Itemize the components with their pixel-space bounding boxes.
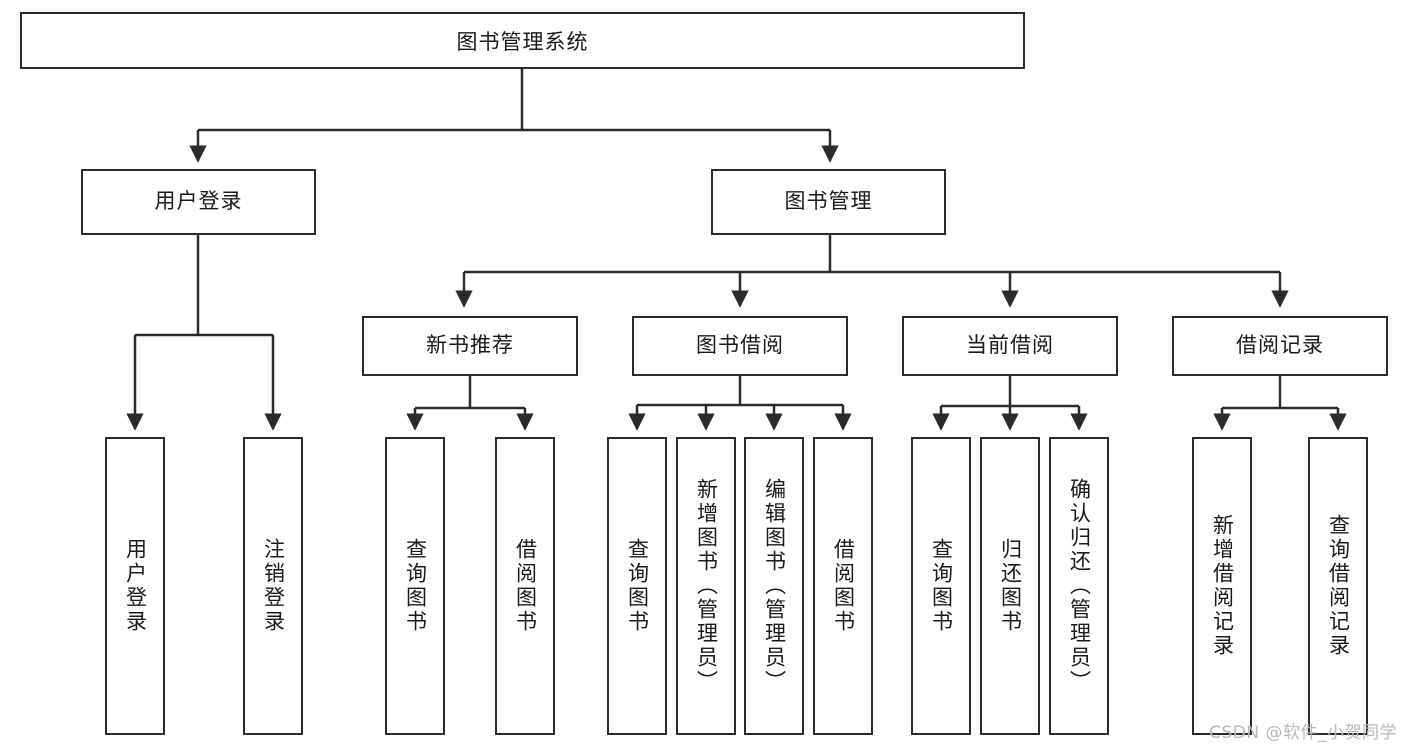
node-label: 查询图书 — [929, 538, 954, 634]
node-label: 图书管理 — [784, 189, 873, 214]
leaf-return-book[interactable]: 归还图书 — [980, 437, 1040, 735]
leaf-edit-book[interactable]: 编辑图书（管理员） — [744, 437, 804, 735]
leaf-query-book-3[interactable]: 查询图书 — [911, 437, 971, 735]
node-borrow-record[interactable]: 借阅记录 — [1172, 316, 1388, 376]
leaf-confirm-return[interactable]: 确认归还（管理员） — [1049, 437, 1109, 735]
node-label: 图书管理系统 — [456, 29, 589, 54]
node-label: 查询图书 — [403, 538, 428, 634]
node-label: 新书推荐 — [426, 333, 514, 358]
leaf-add-record[interactable]: 新增借阅记录 — [1192, 437, 1252, 735]
node-label: 用户登录 — [123, 538, 148, 634]
node-book-manage[interactable]: 图书管理 — [711, 169, 946, 235]
node-label: 新增借阅记录 — [1210, 514, 1235, 658]
leaf-query-book-1[interactable]: 查询图书 — [385, 437, 445, 735]
node-label: 查询图书 — [625, 538, 650, 634]
node-label: 编辑图书（管理员） — [762, 478, 787, 694]
node-user-login[interactable]: 用户登录 — [81, 169, 316, 235]
node-label: 查询借阅记录 — [1326, 514, 1351, 658]
leaf-borrow-book-1[interactable]: 借阅图书 — [495, 437, 555, 735]
node-new-book-recommend[interactable]: 新书推荐 — [362, 316, 578, 376]
node-label: 图书借阅 — [696, 333, 784, 358]
node-label: 注销登录 — [261, 538, 286, 634]
node-label: 借阅记录 — [1236, 333, 1324, 358]
node-current-borrow[interactable]: 当前借阅 — [902, 316, 1118, 376]
node-book-borrow[interactable]: 图书借阅 — [632, 316, 848, 376]
node-label: 借阅图书 — [513, 538, 538, 634]
leaf-query-record[interactable]: 查询借阅记录 — [1308, 437, 1368, 735]
leaf-query-book-2[interactable]: 查询图书 — [607, 437, 667, 735]
node-root-book-management-system[interactable]: 图书管理系统 — [20, 12, 1025, 69]
leaf-borrow-book-2[interactable]: 借阅图书 — [813, 437, 873, 735]
node-label: 归还图书 — [998, 538, 1023, 634]
leaf-add-book[interactable]: 新增图书（管理员） — [676, 437, 736, 735]
node-label: 借阅图书 — [831, 538, 856, 634]
leaf-logout-login[interactable]: 注销登录 — [243, 437, 303, 735]
leaf-user-login[interactable]: 用户登录 — [105, 437, 165, 735]
node-label: 确认归还（管理员） — [1067, 478, 1092, 694]
csdn-watermark: CSDN @软件_小贺同学 — [1209, 723, 1397, 743]
node-label: 用户登录 — [154, 189, 243, 214]
node-label: 新增图书（管理员） — [694, 478, 719, 694]
node-label: 当前借阅 — [966, 333, 1054, 358]
